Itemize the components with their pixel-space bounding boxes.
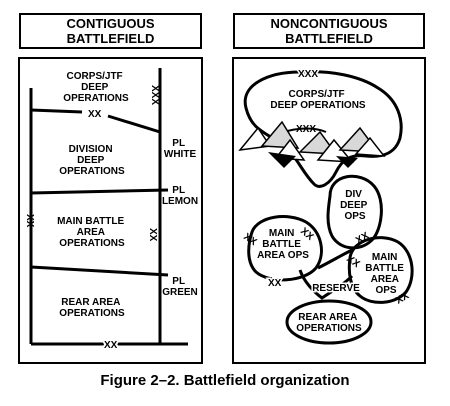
noncontiguous-frame (232, 57, 426, 364)
xxx-mid-mark: XXX (296, 124, 316, 135)
pl-white-label: PL WHITE (164, 138, 197, 160)
xxx-vertical-mark: XXX (149, 85, 160, 105)
noncontiguous-panel: XXX XXX XX XX XX XX XX XX CORPS/JTF DEEP… (232, 57, 426, 364)
xxx-top-mark: XXX (298, 69, 318, 80)
link-boundary (317, 248, 353, 270)
contiguous-frame (18, 57, 203, 364)
xx-mark-6: XX (394, 290, 411, 306)
contiguous-title: CONTIGUOUS BATTLEFIELD (19, 13, 202, 49)
contiguous-title-line1: CONTIGUOUS (66, 16, 155, 31)
zone-rear-area: REAR AREA OPERATIONS (59, 297, 125, 319)
reserve-label: RESERVE (312, 283, 360, 294)
pl-lemon-line (30, 188, 169, 195)
mba-right-area (347, 236, 414, 304)
reserve-boundary (298, 269, 354, 300)
noncontiguous-title: NONCONTIGUOUS BATTLEFIELD (233, 13, 425, 49)
contiguous-panel: XXX XX XX XX XX CORPS/JTF DEEP OPERATION… (18, 57, 203, 364)
figure-caption: Figure 2–2. Battlefield organization (100, 372, 350, 389)
corps-deep-label: CORPS/JTF DEEP OPERATIONS (270, 89, 366, 111)
mba-left-label: MAIN BATTLE AREA OPS (257, 228, 309, 261)
xx-mark-5: XX (344, 253, 362, 270)
xx-top-mark: XX (88, 109, 102, 120)
contiguous-title-line2: BATTLEFIELD (66, 31, 155, 46)
noncontiguous-title-line2: BATTLEFIELD (285, 31, 373, 46)
div-deep-area (326, 174, 383, 250)
zone-main-battle: MAIN BATTLE AREA OPERATIONS (57, 216, 127, 249)
mba-right-label: MAIN BATTLE AREA OPS (365, 252, 406, 296)
rear-area-label: REAR AREA OPERATIONS (296, 312, 362, 334)
pl-lemon-label: PL LEMON (162, 185, 198, 207)
div-deep-label: DIV DEEP OPS (340, 189, 370, 222)
mba-left-area (247, 215, 323, 282)
xx-bottom-mark: XX (104, 340, 118, 351)
xx-mark-3: XX (268, 278, 282, 289)
pl-green-label: PL GREEN (162, 276, 198, 298)
noncontiguous-title-line1: NONCONTIGUOUS (270, 16, 388, 31)
top-boundary-left (30, 108, 83, 114)
xx-mark-1: XX (241, 231, 259, 248)
xx-right-mark: XX (147, 228, 158, 242)
mountains (238, 120, 386, 168)
zone-division-deep: DIVISION DEEP OPERATIONS (59, 144, 125, 177)
xx-left-mark: XX (24, 214, 35, 228)
rear-area-ellipse (285, 299, 373, 345)
zone-corps-deep: CORPS/JTF DEEP OPERATIONS (63, 71, 129, 104)
pl-green-line (30, 265, 169, 277)
top-boundary-right (107, 114, 161, 134)
